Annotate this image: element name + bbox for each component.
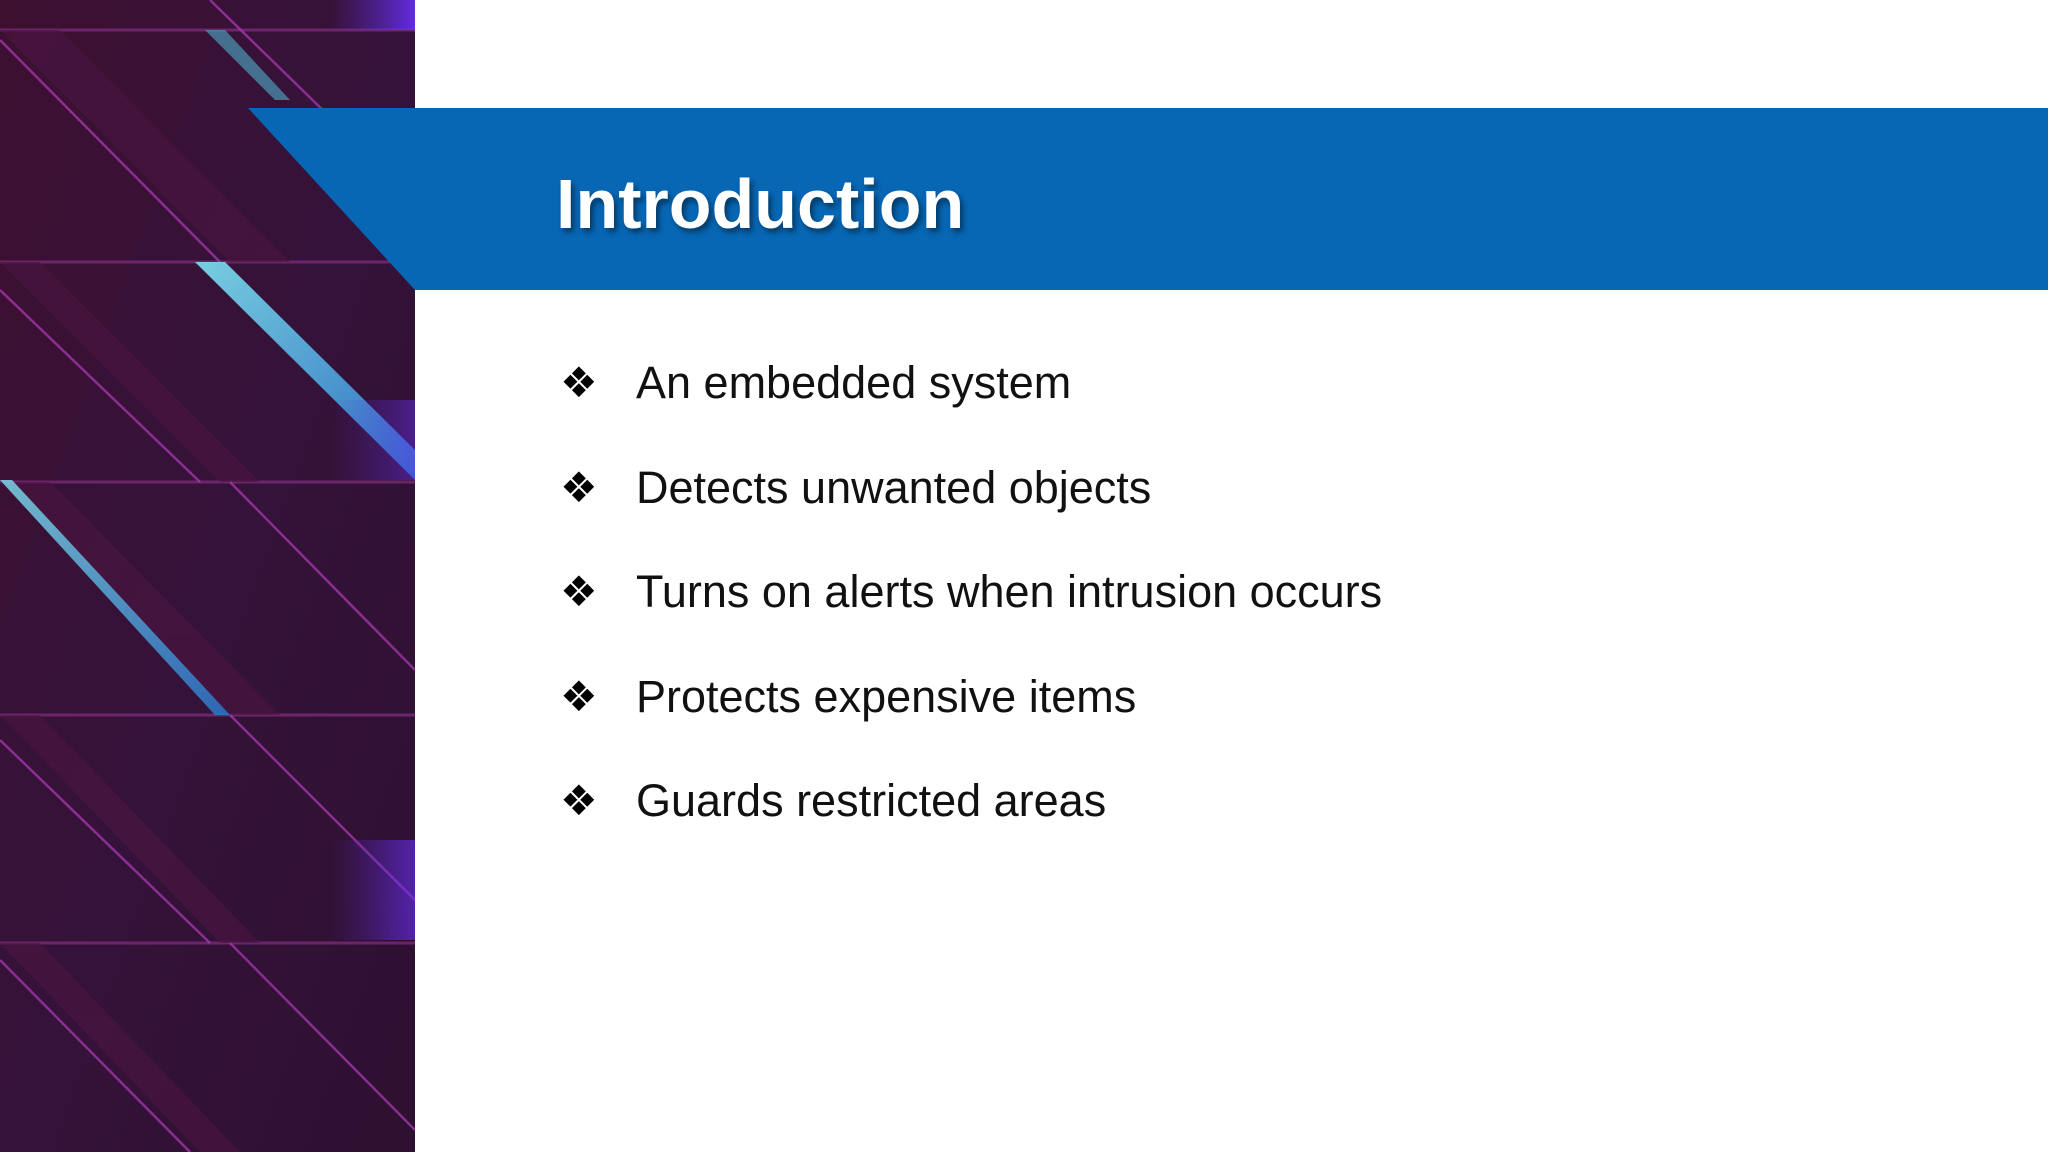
four-diamond-bullet-icon: ❖ xyxy=(560,358,598,407)
abstract-stripes-graphic xyxy=(0,0,415,1152)
four-diamond-bullet-icon: ❖ xyxy=(560,462,598,512)
four-diamond-bullet-icon: ❖ xyxy=(560,671,598,721)
bullet-text: Protects expensive items xyxy=(636,670,1137,722)
list-item: ❖ An embedded system xyxy=(560,352,1382,457)
bullet-text: Turns on alerts when intrusion occurs xyxy=(636,566,1383,617)
bullet-list: ❖ An embedded system ❖ Detects unwanted … xyxy=(560,352,1382,875)
decorative-side-panel xyxy=(0,0,415,1152)
slide-title: Introduction xyxy=(556,165,965,243)
bullet-text: Detects unwanted objects xyxy=(636,461,1152,513)
list-item: ❖ Turns on alerts when intrusion occurs xyxy=(560,561,1382,666)
list-item: ❖ Protects expensive items xyxy=(560,666,1382,771)
four-diamond-bullet-icon: ❖ xyxy=(560,567,598,616)
bullet-text: Guards restricted areas xyxy=(636,775,1107,826)
list-item: ❖ Guards restricted areas xyxy=(560,770,1382,875)
list-item: ❖ Detects unwanted objects xyxy=(560,457,1382,562)
bullet-text: An embedded system xyxy=(636,357,1072,408)
four-diamond-bullet-icon: ❖ xyxy=(560,776,598,825)
